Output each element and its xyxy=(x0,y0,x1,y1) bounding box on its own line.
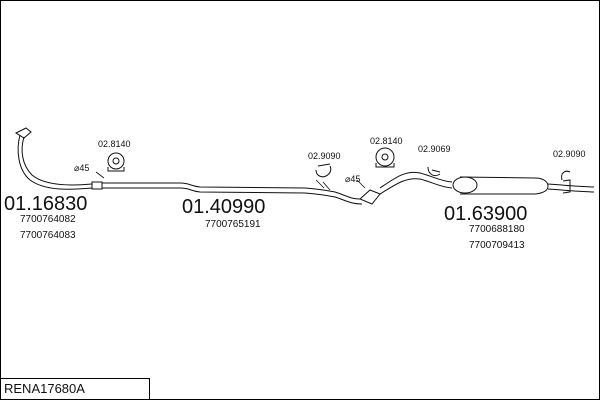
reference-label: RENA17680A xyxy=(4,381,85,396)
part-2-oem-1: 7700765191 xyxy=(205,219,261,230)
clamp-2-label: 02.9069 xyxy=(418,144,451,154)
hanger-2-label: 02.8140 xyxy=(370,136,403,146)
diameter-2-label: ⌀45 xyxy=(345,174,360,184)
hanger-1-label: 02.8140 xyxy=(98,139,131,149)
clamp-3-shape xyxy=(561,170,571,181)
part-1-oem-2: 7700764083 xyxy=(20,230,76,241)
clamp-1-label: 02.9090 xyxy=(308,151,341,161)
part-3-oem-2: 7700709413 xyxy=(469,240,525,251)
part-1-oem-1: 7700764082 xyxy=(20,214,76,225)
reference-box xyxy=(0,378,150,399)
clamp-1-shape xyxy=(315,163,332,178)
rear-section xyxy=(379,171,595,195)
part-number-1: 01.16830 xyxy=(4,193,87,215)
part-number-2: 01.40990 xyxy=(182,196,265,218)
front-pipe xyxy=(14,127,103,190)
clamp-3-label: 02.9090 xyxy=(553,149,586,159)
clamp-2-shape xyxy=(427,166,441,177)
hanger-2-shape xyxy=(375,147,395,168)
diameter-1-label: ⌀45 xyxy=(74,163,89,173)
hanger-1-shape xyxy=(107,152,125,172)
leader-lines xyxy=(95,171,366,191)
part-number-3: 01.63900 xyxy=(444,203,527,225)
part-3-oem-1: 7700688180 xyxy=(469,224,525,235)
